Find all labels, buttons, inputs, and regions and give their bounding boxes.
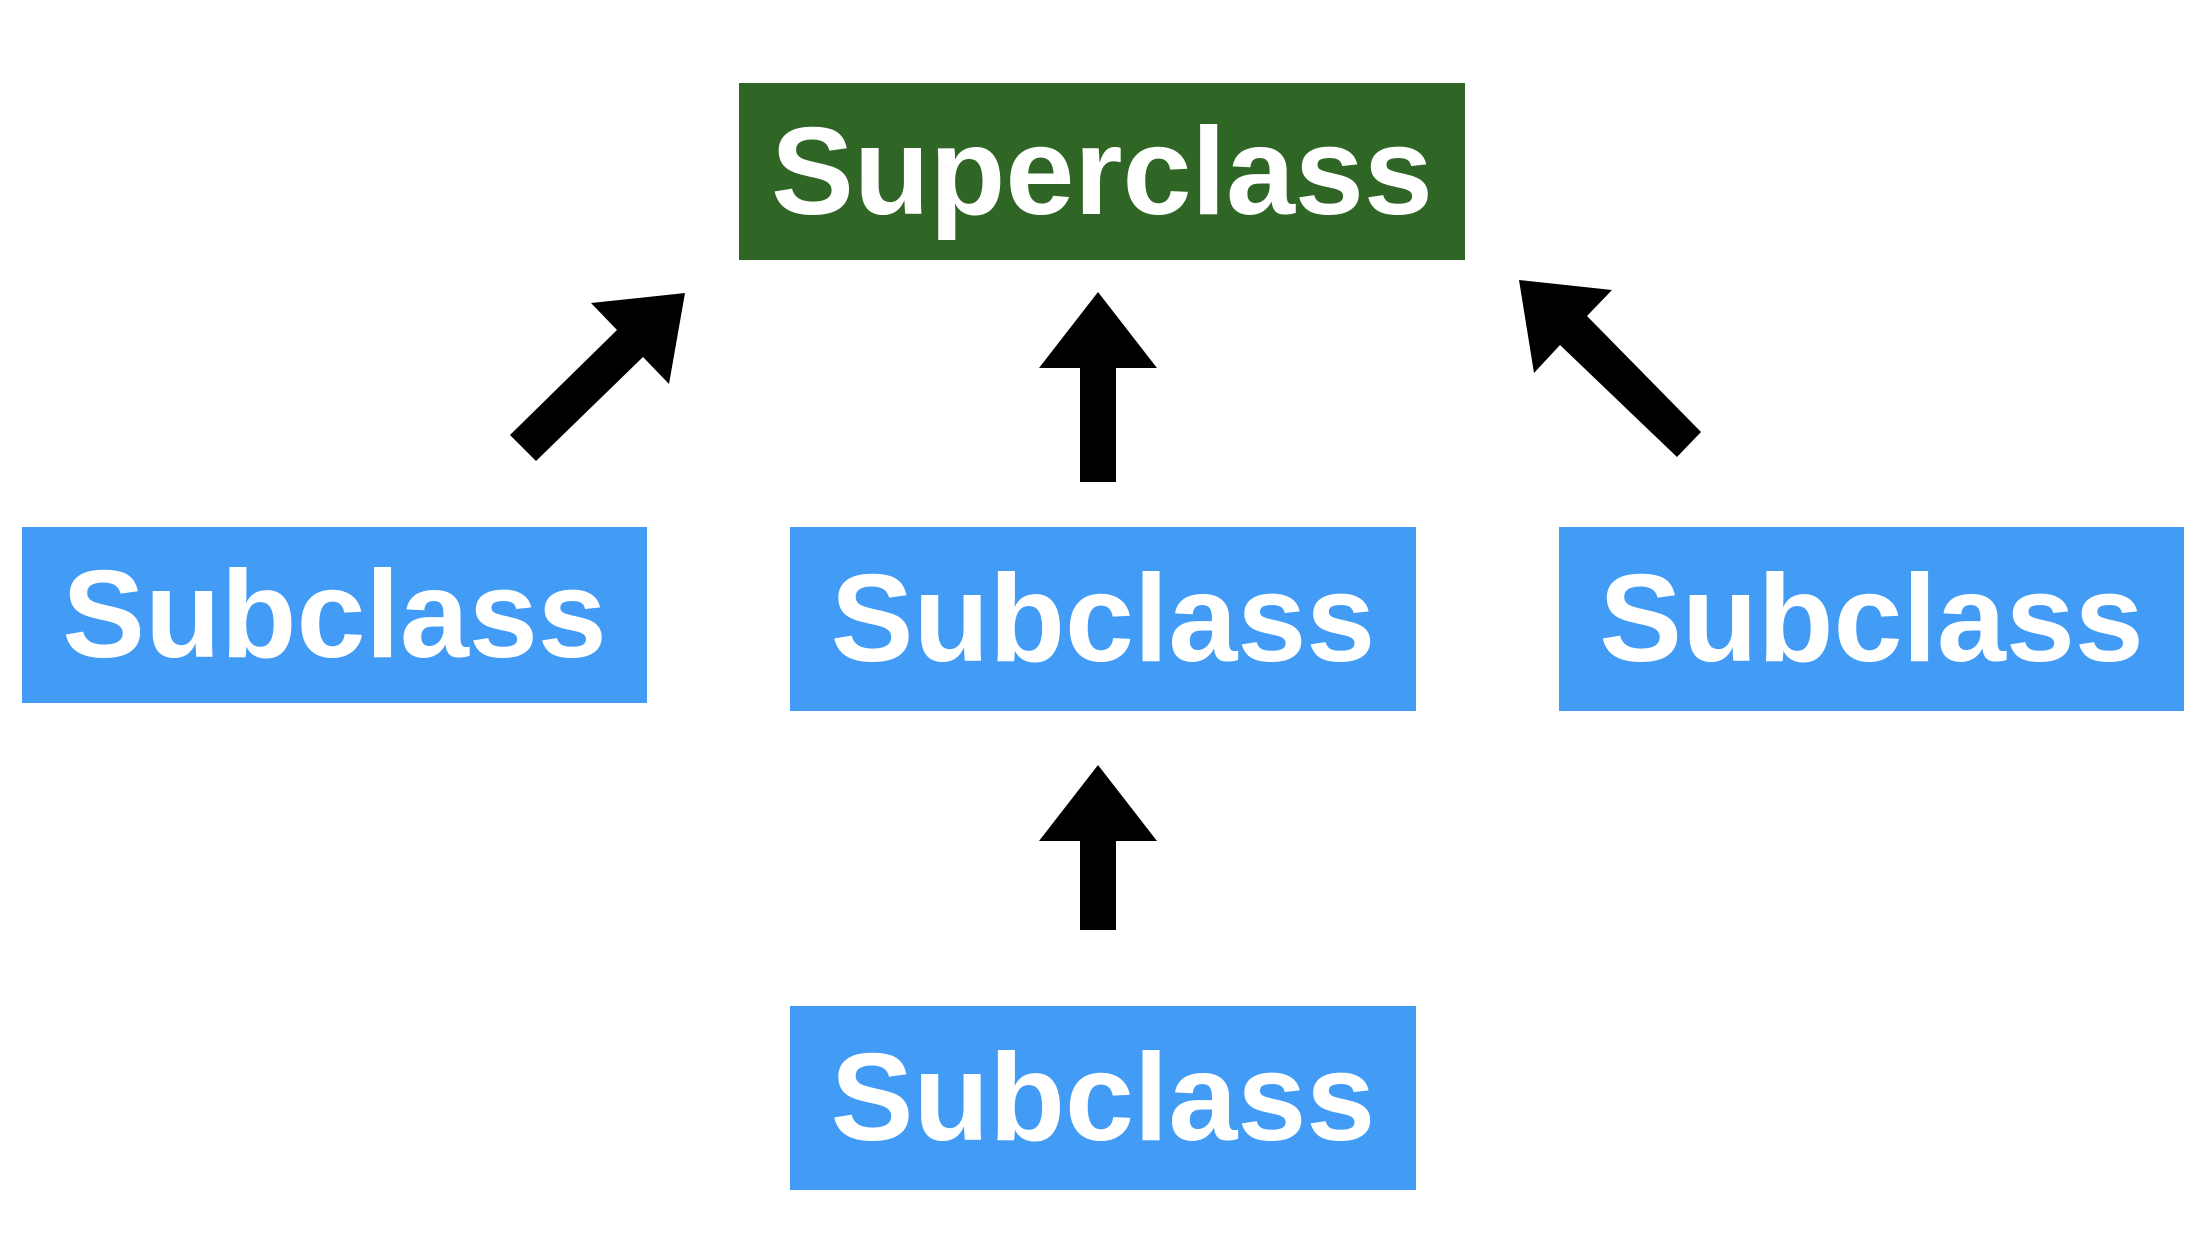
arrow-bottom-to-center <box>1039 765 1157 930</box>
subclass-box-center: Subclass <box>790 527 1416 711</box>
superclass-label: Superclass <box>771 102 1433 241</box>
subclass-box-bottom: Subclass <box>790 1006 1416 1190</box>
subclass-label-left: Subclass <box>62 546 607 684</box>
subclass-label-right: Subclass <box>1599 550 2144 688</box>
subclass-box-left: Subclass <box>22 527 647 703</box>
superclass-box: Superclass <box>739 83 1465 260</box>
arrow-center-to-superclass <box>1039 292 1157 482</box>
subclass-label-center: Subclass <box>830 550 1376 688</box>
subclass-box-right: Subclass <box>1559 527 2184 711</box>
arrow-right-to-superclass <box>1519 280 1701 457</box>
arrow-left-to-superclass <box>510 293 685 461</box>
subclass-label-bottom: Subclass <box>830 1029 1376 1167</box>
